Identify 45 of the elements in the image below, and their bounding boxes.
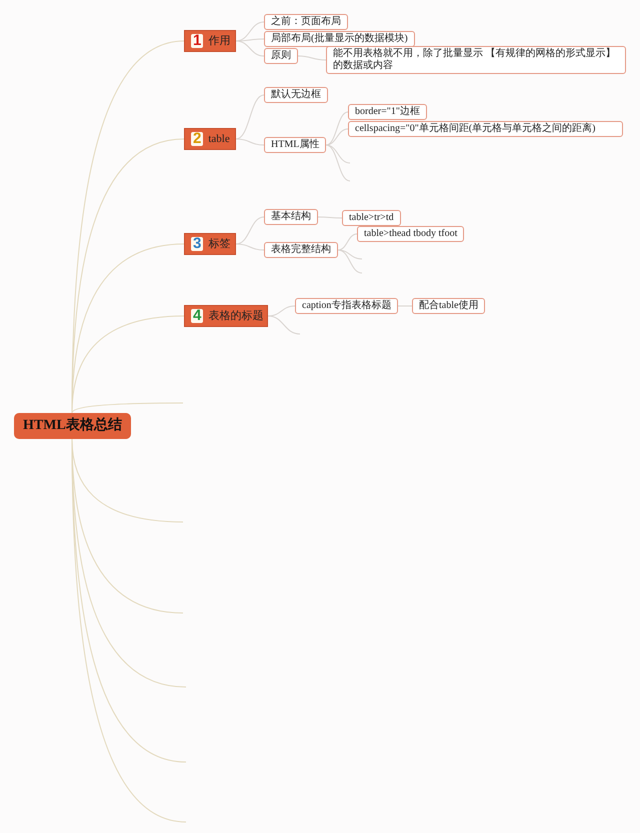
connector-line xyxy=(338,250,362,260)
topic-label: 标签 xyxy=(208,238,230,250)
topic-box xyxy=(184,30,236,52)
topic-box xyxy=(184,305,268,327)
connector-line xyxy=(236,22,264,42)
connector-line xyxy=(338,250,362,274)
subtopic-box: table>tr>td xyxy=(342,210,401,226)
topic-label: 作用 xyxy=(208,34,230,48)
topic-number: 1 xyxy=(191,34,204,48)
subtopic-box: 基本结构 xyxy=(264,209,318,225)
connector-line xyxy=(236,216,264,244)
connector-line xyxy=(236,244,264,250)
subtopic-box: border="1"边框 xyxy=(348,104,427,120)
subtopic-box: 原则 xyxy=(264,48,298,64)
subtopic-box: 之前：页面布局 xyxy=(264,14,348,30)
topic-label: 表格的标题 xyxy=(208,310,264,322)
connector-line xyxy=(268,316,300,334)
subtopic-box: table>thead tbody tfoot xyxy=(357,226,464,242)
branch-line xyxy=(72,402,184,414)
topic-number: 4 xyxy=(191,309,204,323)
connector-line xyxy=(326,112,348,146)
connector-line xyxy=(326,128,348,146)
subtopic-box: 配合table使用 xyxy=(412,298,486,314)
topic-box xyxy=(184,128,236,150)
topic-label: table xyxy=(208,132,230,146)
connector-line xyxy=(236,94,264,140)
connector-line xyxy=(236,40,264,56)
topic-box xyxy=(184,233,236,255)
connector-line xyxy=(338,234,358,250)
topic-number: 3 xyxy=(191,237,204,251)
subtopic-box: caption专指表格标题 xyxy=(295,298,398,314)
branch-line xyxy=(72,316,184,414)
connector-line xyxy=(236,138,264,146)
connector-line xyxy=(326,144,350,164)
subtopic-box: 表格完整结构 xyxy=(264,242,338,258)
subtopic-box: 能不用表格就不用，除了批量显示 【有规律的网格的形式显示】的数据或内容 xyxy=(326,46,626,74)
topic-number: 2 xyxy=(191,132,204,146)
subtopic-box: cellspacing="0"单元格间距(单元格与单元格之间的距离) xyxy=(348,121,623,137)
connector-line xyxy=(326,144,350,182)
central-topic: HTML表格总结 xyxy=(14,413,131,439)
subtopic-box: 局部布局(批量显示的数据模块) xyxy=(264,31,415,47)
subtopic-box: 默认无边框 xyxy=(264,87,328,103)
connector-line xyxy=(298,56,326,60)
connector-line xyxy=(318,216,342,218)
subtopic-box: HTML属性 xyxy=(264,137,326,153)
